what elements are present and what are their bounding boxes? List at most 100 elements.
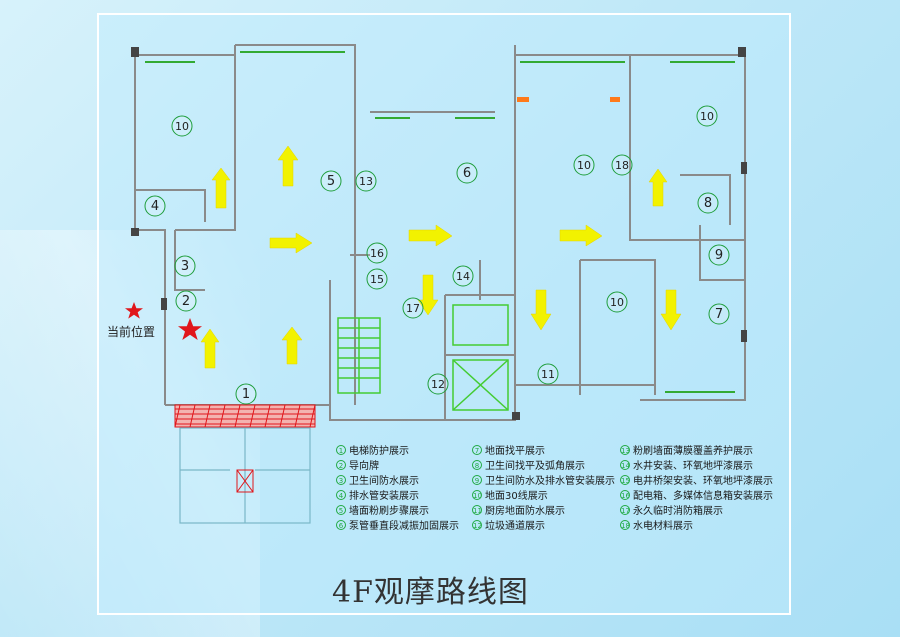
marker-label: 7 [715, 307, 723, 322]
legend-text: 电井桥架安装、环氧地坪漆展示 [633, 476, 773, 487]
legend-number: 11 [472, 504, 482, 515]
legend-text: 粉刷墙面薄膜覆盖养护展示 [633, 446, 753, 457]
route-arrow [277, 145, 299, 187]
elevator-shaft [174, 404, 316, 524]
marker-label: 14 [456, 270, 470, 283]
marker-label: 6 [463, 166, 471, 181]
marker-label: 8 [704, 196, 712, 211]
legend-text: 水井安装、环氧地坪漆展示 [633, 461, 753, 472]
marker-9: 9 [708, 244, 730, 266]
marker-label: 15 [370, 273, 384, 286]
route-arrow [559, 224, 603, 247]
windows [145, 51, 735, 393]
marker-4: 4 [144, 195, 166, 217]
legend-number: 14 [620, 459, 630, 470]
legend-number: 12 [472, 519, 482, 530]
legend-text: 地面找平展示 [485, 446, 545, 457]
marker-label: 16 [370, 247, 384, 260]
route-arrow [408, 224, 453, 247]
marker-label: 13 [359, 175, 373, 188]
legend-text: 卫生间找平及弧角展示 [485, 461, 585, 472]
legend-text: 垃圾通道展示 [485, 521, 545, 532]
legend-number: 3 [336, 474, 346, 485]
route-arrow [530, 289, 552, 331]
marker-8: 8 [697, 192, 719, 214]
stairs [337, 304, 509, 411]
marker-label: 2 [182, 294, 190, 309]
legend-number: 6 [336, 519, 346, 530]
marker-label: 18 [615, 159, 629, 172]
marker-label: 5 [327, 174, 335, 189]
marker-16: 16 [366, 242, 388, 264]
marker-6: 6 [456, 162, 478, 184]
marker-label: 10 [610, 296, 624, 309]
marker-label: 9 [715, 248, 723, 263]
legend-text: 永久临时消防箱展示 [633, 506, 723, 517]
marker-label: 17 [406, 302, 420, 315]
route-arrow [200, 328, 220, 369]
legend-number: 15 [620, 474, 630, 485]
marker-12: 12 [427, 373, 449, 395]
legend-text: 墙面粉刷步骤展示 [349, 506, 429, 517]
route-arrow [281, 326, 303, 365]
legend-number: 8 [472, 459, 482, 470]
legend-number: 16 [620, 489, 630, 500]
route-arrow [211, 167, 231, 209]
marker-18: 18 [611, 154, 633, 176]
marker-13: 13 [355, 170, 377, 192]
marker-14: 14 [452, 265, 474, 287]
legend-number: 10 [472, 489, 482, 500]
legend-number: 5 [336, 504, 346, 515]
legend-text: 电梯防护展示 [349, 446, 409, 457]
legend-text: 卫生间防水展示 [349, 476, 419, 487]
legend-number: 1 [336, 444, 346, 455]
route-arrow [269, 232, 313, 254]
legend-number: 4 [336, 489, 346, 500]
legend-number: 17 [620, 504, 630, 515]
marker-label: 11 [541, 368, 555, 381]
legend-text: 泵管垂直段减振加固展示 [349, 521, 459, 532]
legend-text: 厨房地面防水展示 [485, 506, 565, 517]
marker-label: 4 [151, 199, 159, 214]
page-title: 4F观摩路线图 [332, 575, 529, 610]
legend-number: 18 [620, 519, 630, 530]
marker-label: 1 [242, 387, 250, 402]
legend-text: 导向牌 [349, 461, 379, 472]
marker-11: 11 [537, 363, 559, 385]
marker-5: 5 [320, 170, 342, 192]
legend-text: 卫生间防水及排水管安装展示 [485, 476, 615, 487]
legend-text: 水电材料展示 [633, 521, 693, 532]
route-arrows [200, 145, 682, 369]
marker-10: 10 [696, 105, 718, 127]
legend-text: 配电箱、多媒体信息箱安装展示 [633, 491, 773, 502]
marker-label: 10 [577, 159, 591, 172]
legend-text: 地面30线展示 [485, 491, 548, 502]
orange-accents [517, 97, 620, 102]
current-position-label: 当前位置 [107, 325, 156, 339]
marker-2: 2 [175, 290, 197, 312]
wall-caps [131, 47, 747, 420]
legend-number: 2 [336, 459, 346, 470]
legend-text: 排水管安装展示 [349, 491, 419, 502]
star-icon [178, 318, 202, 340]
marker-1: 1 [235, 383, 257, 405]
marker-10: 10 [573, 154, 595, 176]
marker-10: 10 [171, 115, 193, 137]
